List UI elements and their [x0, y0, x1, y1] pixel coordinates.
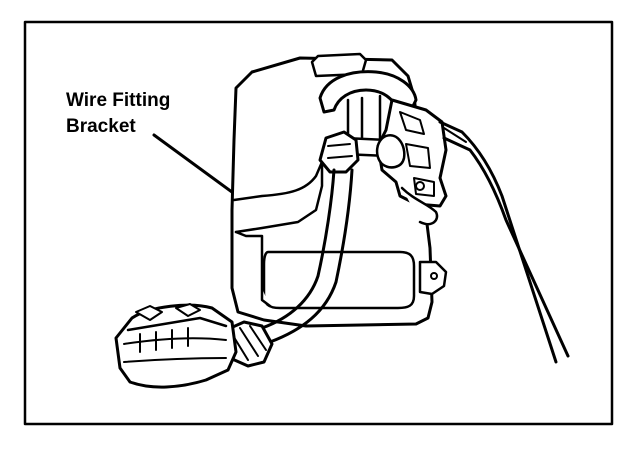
callout-label-line2: Bracket	[66, 116, 136, 137]
terminal-block	[375, 98, 448, 226]
lead-wires	[438, 120, 570, 364]
mounting-screw	[418, 260, 448, 296]
figure-frame	[23, 20, 614, 426]
callout-label-line1: Wire Fitting	[66, 90, 171, 111]
callout-label: Wire Fitting Bracket	[66, 88, 170, 140]
wire-clip	[318, 130, 360, 174]
power-cord	[224, 168, 354, 354]
plug-connector	[114, 303, 238, 389]
